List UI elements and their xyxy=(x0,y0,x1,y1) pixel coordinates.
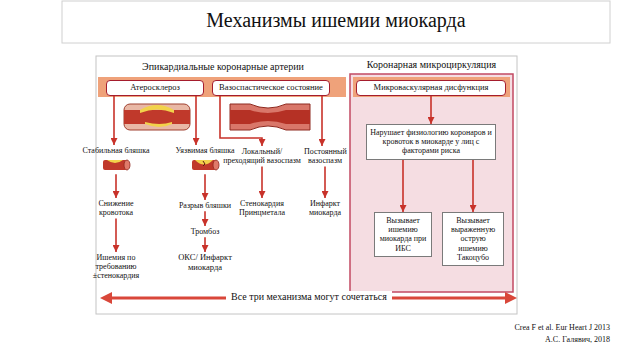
node-text: Снижение кровотока xyxy=(91,199,141,217)
plaque xyxy=(140,105,174,113)
outcome-text: Ишемия по требованию ±стенокардия xyxy=(86,252,146,282)
node-text: Коронарная микроциркуляция xyxy=(350,59,513,71)
node-text: Уязвимая бляшка xyxy=(172,146,238,155)
arrow-connector xyxy=(402,160,404,212)
outcome-text: Стенокардия Принцметала xyxy=(231,198,293,218)
node-text: Нарушает физиологию коронаров и кровоток… xyxy=(370,128,492,156)
arrow-connector xyxy=(113,96,115,145)
node-text: Микроваскулярная дисфункция xyxy=(360,83,502,93)
artery-lumen xyxy=(124,110,190,124)
node-text: Разрыв бляшки xyxy=(175,201,235,210)
artery-illustration xyxy=(124,104,190,130)
vessel-segment xyxy=(192,160,216,170)
double-arrow xyxy=(100,292,517,304)
vessel-segment xyxy=(103,160,127,170)
orange-band xyxy=(353,77,510,97)
outcome-text: Инфаркт миокарда xyxy=(304,198,346,218)
arrow-connector xyxy=(115,218,117,252)
mechanism-box: Вазоспастическое состояние xyxy=(212,80,330,96)
vessel-lumen xyxy=(230,110,310,124)
node-text: Стенокардия Принцметала xyxy=(231,199,293,217)
vessel xyxy=(230,104,310,130)
node-text: Постоянный вазоспазм xyxy=(304,147,346,165)
node-text: Стабильная бляшка xyxy=(80,146,152,155)
arrow-connector xyxy=(472,160,474,212)
outcome-text: Разрыв бляшки xyxy=(175,200,235,211)
arrow-connector xyxy=(204,237,206,252)
outcome-box: Вызывает выраженную острую ишемию Такоцу… xyxy=(442,212,504,266)
vessel-end xyxy=(213,160,219,170)
node-text: Вазоспастическое состояние xyxy=(216,83,326,93)
node-text: Вызывает выраженную острую ишемию Такоцу… xyxy=(446,216,500,262)
arrow-head xyxy=(505,292,517,304)
microcirculation-panel: Коронарная микроциркуляцияМикроваскулярн… xyxy=(350,59,513,292)
outcome-text: ОКС/ Инфаркт миокарда xyxy=(168,252,242,274)
spasm-type: Постоянный вазоспазм xyxy=(304,146,346,166)
process-box: Нарушает физиологию коронаров и кровоток… xyxy=(366,124,496,160)
node-text: ОКС/ Инфаркт миокарда xyxy=(168,253,242,273)
arrow-connector xyxy=(430,96,432,124)
citation: Crea F et al. Eur Heart J 2013 xyxy=(430,323,610,333)
mechanism-box: Атеросклероз xyxy=(106,80,204,96)
outcome-text: Снижение кровотока xyxy=(91,198,141,218)
column-heading: Эпикардиальные коронарные артерии xyxy=(98,61,348,73)
plaque-crack xyxy=(203,161,205,166)
plaque-type: Стабильная бляшка xyxy=(80,145,152,174)
node-text: Тромбоз xyxy=(185,227,225,236)
node-text: Вызывает ишемию миокарда при ИБС xyxy=(378,216,428,253)
node-text: Инфаркт миокарда xyxy=(304,199,346,217)
spasm-type: Локальный/преходящий вазоспазм xyxy=(222,146,302,166)
arrow-connector xyxy=(324,166,326,198)
mechanism-box: Микроваскулярная дисфункция xyxy=(356,80,506,96)
vasospasm-illustration xyxy=(230,104,310,130)
plaque xyxy=(107,160,123,163)
slide-title: Механизмы ишемии миокарда xyxy=(62,8,610,32)
orange-band xyxy=(98,77,346,97)
arrow-connector xyxy=(204,211,206,226)
node-text: Локальный/преходящий вазоспазм xyxy=(222,147,302,165)
outcome-box: Вызывает ишемию миокарда при ИБС xyxy=(374,212,432,257)
vessel-end xyxy=(124,160,130,170)
figure-frame xyxy=(96,56,517,314)
stable-plaque-icon xyxy=(101,157,131,173)
arrow-connector xyxy=(261,166,263,198)
arrow-head xyxy=(100,292,112,304)
title-frame xyxy=(62,1,610,43)
artery-wall xyxy=(124,104,190,130)
arrow-connector xyxy=(204,174,206,200)
combination-note: Все три механизма могут сочетаться xyxy=(226,291,392,303)
node-text: Ишемия по требованию ±стенокардия xyxy=(86,253,146,281)
microcirculation-panel xyxy=(350,74,513,292)
plaque xyxy=(145,122,172,127)
node-text: Атеросклероз xyxy=(110,83,200,93)
citation: А.С. Галявич, 2018 xyxy=(430,335,610,345)
outcome-text: Тромбоз xyxy=(185,226,225,237)
vulnerable-plaque-icon xyxy=(190,157,220,173)
arrow-connector xyxy=(195,96,197,145)
arrow-connector xyxy=(321,96,323,146)
arrow-connector xyxy=(115,174,117,198)
arrow-connector xyxy=(220,96,262,146)
